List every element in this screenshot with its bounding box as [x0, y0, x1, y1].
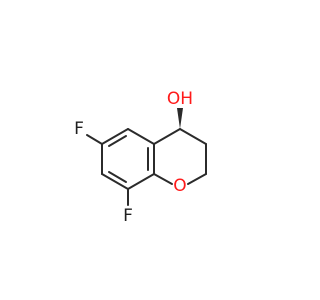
fluorine-label-top: F — [74, 119, 84, 139]
molecule-diagram: OH O F F — [74, 89, 207, 226]
fluorine-label-bottom: F — [123, 206, 133, 226]
bond-c4a-c5 — [127, 128, 155, 145]
aromatic-inner-bond-2 — [108, 171, 127, 183]
bond-c7-c8 — [101, 173, 129, 190]
ring-oxygen-label: O — [173, 176, 186, 196]
bond-c4-c3 — [179, 128, 207, 145]
bond-layer — [86, 128, 207, 206]
hydroxyl-label: OH — [167, 89, 193, 109]
atom-label-layer: OH O F F — [74, 89, 193, 226]
bond-c6-fluorine — [86, 134, 103, 145]
molecule-canvas: OH O F F — [74, 89, 207, 226]
bond-c2-o1 — [187, 173, 207, 185]
bond-c8-c8a — [127, 173, 155, 190]
bond-o1-c8a — [153, 173, 173, 185]
bond-c5-c6 — [101, 128, 129, 145]
bond-c4a-c4 — [153, 128, 181, 145]
aromatic-inner-bond-1 — [108, 135, 127, 147]
stereo-wedge-bond — [177, 108, 183, 129]
